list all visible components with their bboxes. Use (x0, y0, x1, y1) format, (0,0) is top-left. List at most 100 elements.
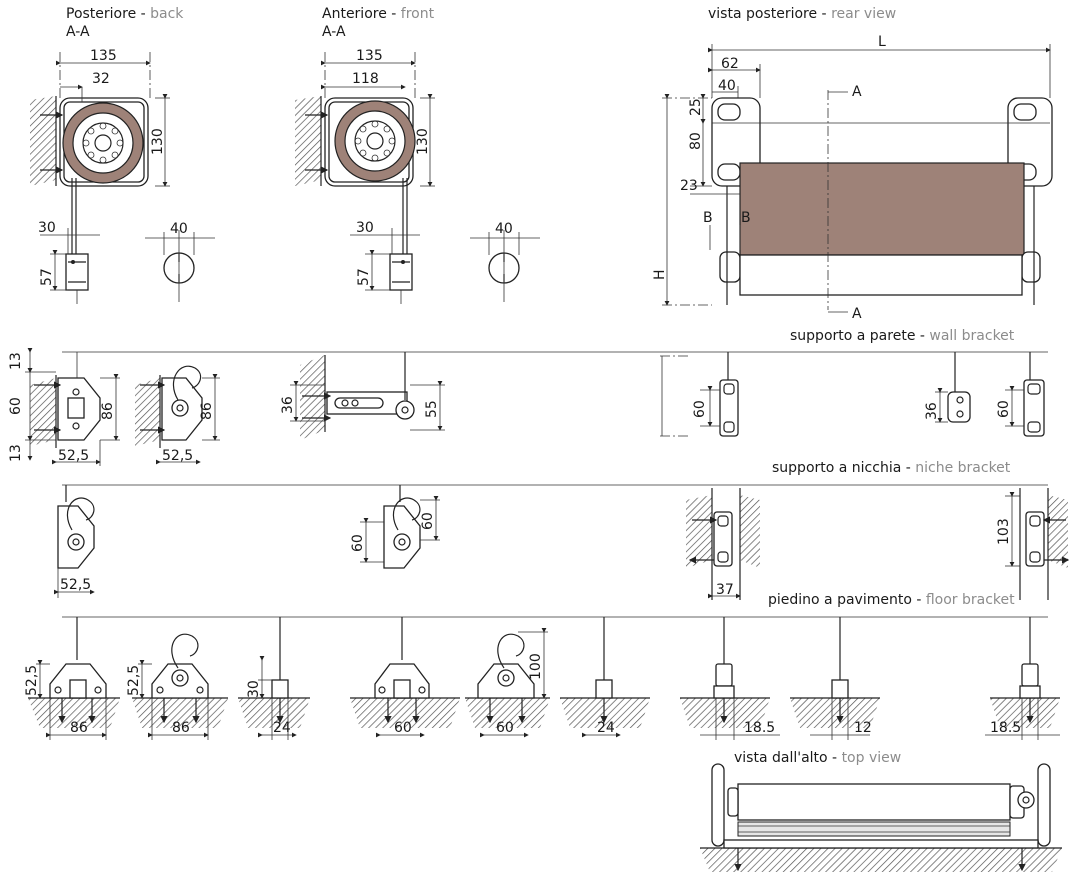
top-view-en: top view (841, 750, 902, 766)
top-view-it: vista dall'alto (734, 750, 828, 766)
rear-view-sep: - (817, 6, 832, 22)
wall-36-dim: 36 (280, 396, 296, 414)
niche-bracket-en: niche bracket (915, 460, 1011, 476)
floor-bracket-sep: - (911, 592, 926, 608)
rear-L-dim: L (878, 34, 886, 50)
wall-side-view-2: 36 60 (924, 352, 1045, 437)
floor-foot-5: 100 60 (477, 628, 548, 738)
front-section-view: 135 118 130 (295, 48, 435, 256)
back-section-view: 135 32 130 (30, 48, 170, 256)
back-width-dim: 135 (90, 48, 117, 64)
back-title-it: Posteriore (66, 6, 137, 22)
floor-foot-2: 52,5 86 (126, 633, 209, 740)
front-title-sep: - (386, 6, 401, 22)
floor-24-b-dim: 24 (597, 720, 615, 736)
floor-foot-8: 12 (810, 617, 872, 740)
rear-62-dim: 62 (721, 56, 739, 72)
rear-view-it: vista posteriore (708, 6, 818, 22)
back-pulley-40-dim: 40 (170, 221, 188, 237)
niche-bracket-2: 60 60 (350, 485, 440, 569)
front-pulley-detail: 40 (470, 221, 540, 302)
floor-52-5-b-dim: 52,5 (126, 665, 142, 696)
rear-a-bottom-label: A (852, 306, 862, 322)
front-height-dim: 130 (415, 128, 431, 155)
niche-bracket-3: 37 (686, 488, 760, 600)
front-title-en: front (400, 6, 435, 22)
wall-bracket-title: supporto a parete - wall bracket (790, 328, 1014, 344)
wall-extension-arm: 36 55 (280, 352, 445, 440)
wall-13-top-dim: 13 (8, 352, 24, 370)
floor-bracket-title: piedino a pavimento - floor bracket (768, 592, 1015, 608)
rear-25-dim: 25 (688, 98, 704, 116)
floor-foot-3: 30 24 (246, 617, 297, 740)
front-cord-57-dim: 57 (356, 268, 372, 286)
back-cord-detail: 30 57 (38, 220, 100, 304)
front-width-dim: 135 (356, 48, 383, 64)
top-view-title: vista dall'alto - top view (734, 750, 901, 766)
back-cord-57-dim: 57 (39, 268, 55, 286)
back-pulley-detail: 40 (145, 221, 215, 302)
floor-30-dim: 30 (246, 680, 262, 698)
floor-100-dim: 100 (528, 653, 544, 680)
top-view-sep: - (827, 750, 842, 766)
wall-52-5-a-dim: 52,5 (58, 448, 89, 464)
wall-bracket-1: 13 60 13 52,5 86 (8, 348, 120, 466)
floor-bracket-it: piedino a pavimento (768, 592, 912, 608)
niche-bracket-title: supporto a nicchia - niche bracket (772, 460, 1010, 476)
wall-36-b-dim: 36 (924, 402, 940, 420)
wall-bracket-it: supporto a parete (790, 328, 916, 344)
floor-ground (28, 697, 1060, 728)
wall-52-5-b-dim: 52,5 (162, 448, 193, 464)
front-offset-dim: 118 (352, 71, 379, 87)
niche-bracket-it: supporto a nicchia (772, 460, 902, 476)
rear-b-right-label: B (741, 210, 751, 226)
rear-view-en: rear view (831, 6, 897, 22)
floor-foot-1: 52,5 86 (24, 617, 107, 740)
rear-view: A A 62 40 L 25 80 23 H B B (652, 34, 1053, 322)
back-title: Posteriore - back (66, 6, 183, 22)
wall-13-bottom-dim: 13 (8, 444, 24, 462)
wall-55-dim: 55 (424, 400, 440, 418)
floor-86-b-dim: 86 (172, 720, 190, 736)
wall-60-c-dim: 60 (996, 400, 1012, 418)
front-cord-30-dim: 30 (356, 220, 374, 236)
rear-view-title: vista posteriore - rear view (708, 6, 896, 22)
back-cord-30-dim: 30 (38, 220, 56, 236)
wall-86-b-dim: 86 (199, 402, 215, 420)
rear-b-left-label: B (703, 210, 713, 226)
floor-bracket-en: floor bracket (925, 592, 1015, 608)
front-pulley-40-dim: 40 (495, 221, 513, 237)
wall-bracket-2: 52,5 86 (135, 365, 220, 465)
floor-12-dim: 12 (854, 720, 872, 736)
top-view (700, 763, 1062, 872)
wall-side-view: 60 (660, 352, 739, 437)
floor-foot-9: 18.5 (985, 617, 1060, 740)
niche-103-dim: 103 (996, 518, 1012, 545)
niche-60-a-dim: 60 (350, 534, 366, 552)
front-section-label: A-A (322, 24, 346, 40)
floor-foot-7: 18.5 (700, 617, 780, 740)
rear-a-top-label: A (852, 84, 862, 100)
rear-40-dim: 40 (718, 78, 736, 94)
wall-bracket-sep: - (915, 328, 930, 344)
wall-bracket-en: wall bracket (929, 328, 1015, 344)
back-title-en: back (150, 6, 184, 22)
front-title: Anteriore - front (322, 6, 434, 22)
wall-60-dim: 60 (8, 397, 24, 415)
niche-60-b-dim: 60 (420, 512, 436, 530)
front-cord-detail: 30 57 (350, 220, 420, 304)
niche-52-5-dim: 52,5 (60, 577, 91, 593)
niche-bracket-4: 103 (996, 488, 1070, 600)
rear-23-dim: 23 (680, 178, 698, 194)
floor-60-a-dim: 60 (394, 720, 412, 736)
floor-foot-6: 24 (582, 617, 621, 738)
back-height-dim: 130 (150, 128, 166, 155)
rear-80-dim: 80 (688, 132, 704, 150)
floor-foot-4: 60 (374, 617, 430, 738)
floor-86-a-dim: 86 (70, 720, 88, 736)
back-offset-dim: 32 (92, 71, 110, 87)
back-title-sep: - (136, 6, 151, 22)
floor-52-5-a-dim: 52,5 (24, 665, 40, 696)
front-title-it: Anteriore (322, 6, 387, 22)
